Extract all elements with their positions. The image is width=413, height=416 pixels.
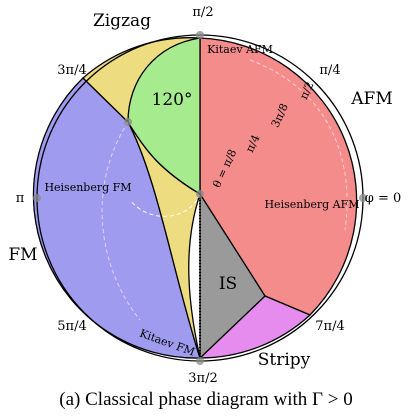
angle-label-top-left: 3π/4 <box>57 63 86 78</box>
region-label-fm: FM <box>8 245 37 265</box>
marker-top <box>196 31 204 39</box>
dashed-guide-upper <box>129 193 201 217</box>
label-heisenberg-afm: Heisenberg AFM <box>264 198 359 211</box>
region-label-afm: AFM <box>350 89 392 109</box>
region-afm <box>199 37 358 316</box>
caption: (a) Classical phase diagram with Γ > 0 <box>59 389 352 410</box>
dashed-guide-right <box>249 59 348 231</box>
angle-label-top: π/2 <box>192 5 213 20</box>
angle-label-bottom-left: 5π/4 <box>57 319 86 334</box>
angle-label-left: π <box>16 191 25 206</box>
angle-label-right: φ = 0 <box>365 191 402 206</box>
region-label-stripy: Stripy <box>258 350 311 370</box>
label-kitaev-afm: Kitaev AFM <box>207 43 273 56</box>
dashed-guide-left <box>101 121 141 321</box>
marker-bottom <box>196 357 204 365</box>
label-heisenberg-fm: Heisenberg FM <box>44 181 131 194</box>
region-label-zigzag: Zigzag <box>93 11 151 31</box>
marker-zigzag-120 <box>124 118 132 126</box>
marker-left <box>33 194 41 202</box>
marker-right <box>359 194 367 202</box>
angle-label-bottom-right: 7π/4 <box>315 319 344 334</box>
region-label-120deg: 120° <box>152 90 193 110</box>
angle-label-bottom: 3π/2 <box>188 371 217 386</box>
region-label-is: IS <box>219 274 237 294</box>
marker-center <box>196 190 204 198</box>
region-stripy <box>198 295 312 359</box>
angle-label-top-right: π/4 <box>319 63 340 78</box>
